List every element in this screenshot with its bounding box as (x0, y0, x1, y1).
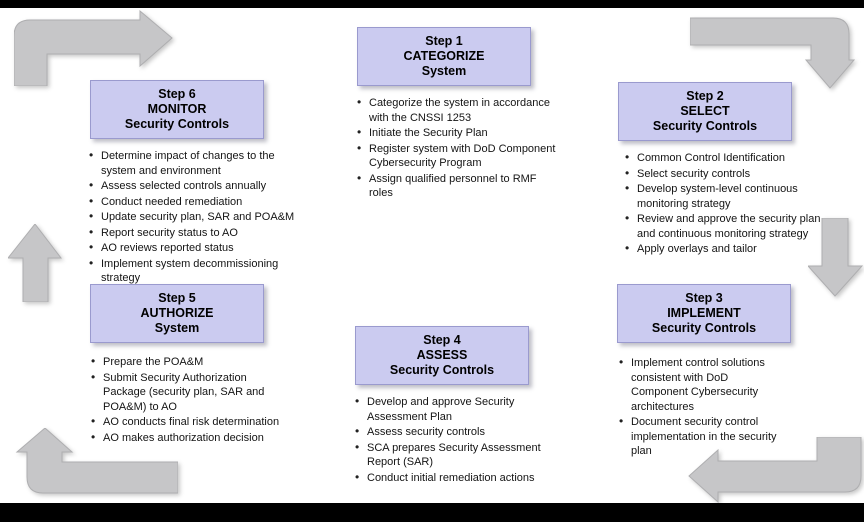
bullet-item: SCA prepares Security Assessment Report … (354, 440, 572, 470)
bullet-item: Conduct needed remediation (88, 194, 308, 210)
step-6-bullet-list: Determine impact of changes to the syste… (86, 148, 308, 286)
bullet-item: AO conducts final risk determination (90, 414, 292, 430)
letterbox-top-bar (0, 0, 864, 8)
step-4-group: Step 4 ASSESS Security Controls Develop … (348, 326, 572, 486)
step-verb: CATEGORIZE (403, 49, 485, 63)
bullet-item: Apply overlays and tailor (624, 241, 827, 257)
step-1-bullet-list: Categorize the system in accordance with… (350, 95, 556, 201)
step-2-bullet-list: Common Control Identification Select sec… (614, 150, 827, 257)
step-object: System (154, 321, 200, 335)
step-4-bullet-list: Develop and approve Security Assessment … (348, 394, 572, 486)
flow-arrow-down-icon (808, 218, 864, 297)
bullet-item: Implement system decommissioning strateg… (88, 256, 308, 286)
bullet-item: Implement control solutions consistent w… (618, 355, 786, 414)
bullet-item: Initiate the Security Plan (356, 125, 556, 141)
step-number: Step 1 (425, 34, 463, 48)
bullet-item: Prepare the POA&M (90, 354, 292, 370)
step-3-group: Step 3 IMPLEMENT Security Controls Imple… (614, 284, 791, 460)
bullet-item: AO reviews reported status (88, 240, 308, 256)
bullet-item: Common Control Identification (624, 150, 827, 166)
bullet-item: Register system with DoD Component Cyber… (356, 141, 556, 171)
step-6-group: Step 6 MONITOR Security Controls Determi… (86, 80, 308, 287)
step-object: Security Controls (389, 363, 495, 377)
step-object: System (421, 64, 467, 78)
step-3-bullet-list: Implement control solutions consistent w… (614, 355, 786, 459)
bullet-item: AO makes authorization decision (90, 430, 292, 446)
step-number: Step 3 (685, 291, 723, 305)
step-1-group: Step 1 CATEGORIZE System Categorize the … (350, 27, 556, 202)
bullet-item: Report security status to AO (88, 225, 308, 241)
bullet-item: Determine impact of changes to the syste… (88, 148, 308, 178)
bullet-item: Document security control implementation… (618, 414, 786, 459)
step-verb: MONITOR (147, 102, 207, 116)
step-verb: SELECT (680, 104, 730, 118)
step-6-header-box: Step 6 MONITOR Security Controls (90, 80, 264, 139)
bullet-item: Conduct initial remediation actions (354, 470, 572, 486)
bullet-item: Select security controls (624, 166, 827, 182)
step-number: Step 6 (158, 87, 196, 101)
flow-arrow-up-right-icon (14, 10, 173, 86)
bullet-item: Update security plan, SAR and POA&M (88, 209, 308, 225)
step-1-header-box: Step 1 CATEGORIZE System (357, 27, 531, 86)
step-5-group: Step 5 AUTHORIZE System Prepare the POA&… (86, 284, 292, 446)
bullet-item: Assign qualified personnel to RMF roles (356, 171, 556, 201)
step-2-header-box: Step 2 SELECT Security Controls (618, 82, 792, 141)
flow-arrow-up-icon (8, 224, 62, 302)
bullet-item: Assess security controls (354, 424, 572, 440)
step-3-header-box: Step 3 IMPLEMENT Security Controls (617, 284, 791, 343)
step-4-header-box: Step 4 ASSESS Security Controls (355, 326, 529, 385)
letterbox-bottom-bar (0, 503, 864, 522)
bullet-item: Categorize the system in accordance with… (356, 95, 556, 125)
step-verb: ASSESS (416, 348, 468, 362)
bullet-item: Assess selected controls annually (88, 178, 308, 194)
step-object: Security Controls (124, 117, 230, 131)
step-2-group: Step 2 SELECT Security Controls Common C… (614, 82, 827, 258)
bullet-item: Submit Security Authorization Package (s… (90, 370, 292, 415)
step-object: Security Controls (651, 321, 757, 335)
flow-arrow-left-up-icon (15, 428, 178, 494)
step-5-header-box: Step 5 AUTHORIZE System (90, 284, 264, 343)
step-number: Step 4 (423, 333, 461, 347)
bullet-item: Develop system-level continuous monitori… (624, 181, 827, 211)
step-object: Security Controls (652, 119, 758, 133)
flow-arrow-right-down-icon (690, 17, 856, 89)
step-5-bullet-list: Prepare the POA&M Submit Security Author… (86, 354, 292, 446)
step-number: Step 2 (686, 89, 724, 103)
step-number: Step 5 (158, 291, 196, 305)
bullet-item: Review and approve the security plan and… (624, 211, 827, 241)
bullet-item: Develop and approve Security Assessment … (354, 394, 572, 424)
step-verb: AUTHORIZE (140, 306, 214, 320)
step-verb: IMPLEMENT (667, 306, 741, 320)
